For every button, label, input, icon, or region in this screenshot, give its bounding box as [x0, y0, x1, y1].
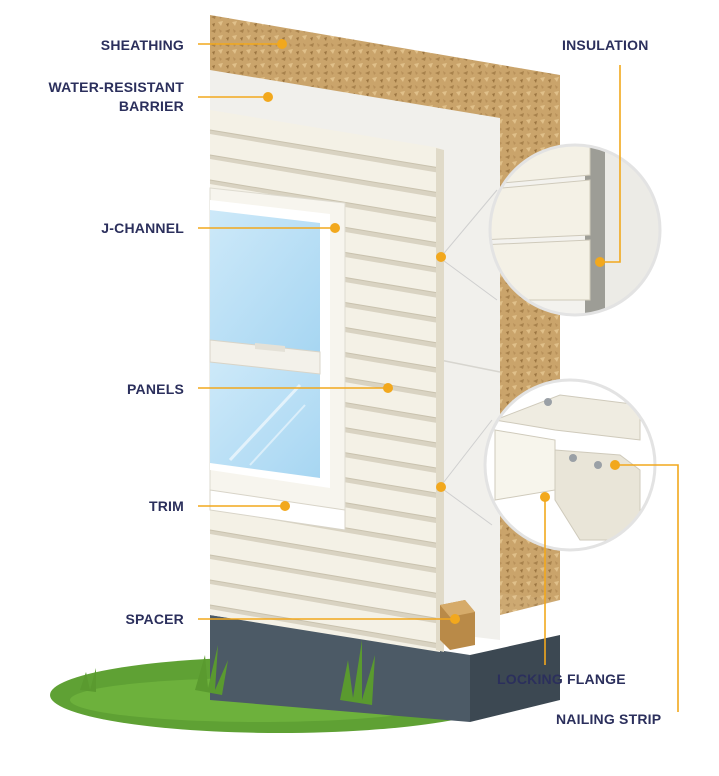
- label-trim: TRIM: [148, 498, 184, 514]
- panel-lap-edge: [209, 604, 441, 645]
- panel-lap-edge: [209, 154, 441, 194]
- marker-dots: [263, 39, 620, 624]
- panel-lap-shadow: [210, 555, 440, 599]
- foundation: [210, 615, 470, 722]
- window-glass-upper: [210, 210, 320, 352]
- panel-lap-shadow: [210, 130, 440, 173]
- panel-lap-shadow: [210, 605, 440, 649]
- panel-lap-shadow: [210, 580, 440, 624]
- window-glass-lower: [210, 362, 320, 478]
- panel-lap-edge: [209, 179, 441, 219]
- label-spacer: SPACER: [125, 611, 184, 627]
- leader-lines: [198, 43, 679, 712]
- label-insulation: INSULATION: [562, 37, 649, 53]
- label-panels: PANELS: [127, 381, 184, 397]
- label-nailing-strip: NAILING STRIP: [556, 711, 662, 727]
- label-locking-flange: LOCKING FLANGE: [497, 671, 626, 687]
- grass-tufts: [80, 640, 375, 705]
- panel-lap-edge: [209, 554, 441, 595]
- label-water-resistant-barrier-1: WATER-RESISTANT: [48, 79, 184, 95]
- panel-edge: [436, 148, 444, 652]
- label-sheathing: SHEATHING: [100, 37, 184, 53]
- label-water-resistant-barrier-2: BARRIER: [118, 98, 184, 114]
- panel-lap-edge: [209, 529, 441, 570]
- panel-lap-edge: [209, 129, 441, 169]
- panel-lap-shadow: [210, 530, 440, 574]
- panel-lap-shadow: [210, 155, 440, 199]
- label-j-channel: J-CHANNEL: [101, 220, 184, 236]
- panel-lap-edge: [209, 579, 441, 620]
- window-sill: [209, 489, 346, 531]
